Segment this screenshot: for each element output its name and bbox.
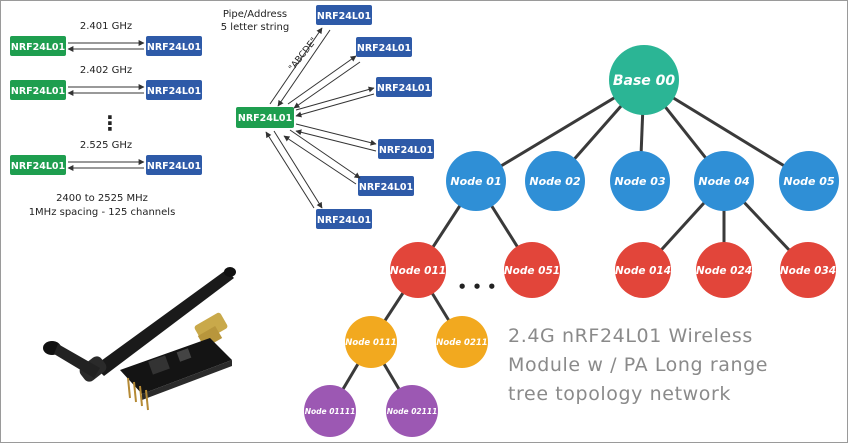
- satellite-module-box: [356, 37, 412, 57]
- pipe-address-diagram: Pipe/Address 5 letter string "ABCDE" NRF…: [221, 5, 434, 229]
- tree-node: [386, 385, 438, 437]
- pipe-subtitle: 5 letter string: [221, 22, 289, 33]
- module-label: NRF24L01: [11, 42, 65, 53]
- module-box-blue: [146, 80, 202, 100]
- antenna-module-photo: [43, 267, 236, 411]
- satellite-module-label: NRF24L01: [317, 215, 371, 226]
- tree-node: [525, 151, 585, 211]
- tree-node-label: Node 01111: [305, 407, 356, 416]
- module-label: NRF24L01: [11, 161, 65, 172]
- satellite-module-box: [316, 209, 372, 229]
- pcb-board-icon: [120, 338, 232, 394]
- module-label: NRF24L01: [147, 42, 201, 53]
- caption-line: tree topology network: [508, 383, 732, 405]
- antenna-icon: [94, 270, 234, 376]
- tree-node: [610, 151, 670, 211]
- tree-node-root-label: Base 00: [613, 73, 676, 89]
- module-box-green: [10, 80, 66, 100]
- module-label: NRF24L01: [147, 86, 201, 97]
- frequency-label: 2.525 GHz: [80, 140, 132, 151]
- caption-line: 2.4G nRF24L01 Wireless: [508, 325, 753, 347]
- pipe-arrows: [265, 27, 377, 209]
- frequency-label: 2.401 GHz: [80, 21, 132, 32]
- frequency-channels: NRF24L01 NRF24L01 2.401 GHz NRF24L01 NRF…: [10, 21, 202, 218]
- satellite-module-label: NRF24L01: [359, 182, 413, 193]
- tree-node-label: Node 03: [614, 175, 666, 188]
- satellite-module-label: NRF24L01: [379, 145, 433, 156]
- tree-node-root: [609, 45, 679, 115]
- module-label: NRF24L01: [11, 86, 65, 97]
- satellite-module-box: [358, 176, 414, 196]
- vertical-ellipsis: ⋮: [100, 111, 120, 135]
- tree-topology: Base 00 Node 01 Node 02 Node 03 Node 04 …: [304, 45, 839, 437]
- satellite-module-label: NRF24L01: [317, 11, 371, 22]
- tree-node: [390, 242, 446, 298]
- tree-node-label: Node 0111: [345, 338, 396, 348]
- tree-node: [504, 242, 560, 298]
- tree-node-label: Node 04: [698, 175, 749, 188]
- tree-node-label: Node 02111: [387, 407, 438, 416]
- tree-node: [696, 242, 752, 298]
- tree-node-label: Node 0211: [436, 338, 487, 348]
- tree-node: [780, 242, 836, 298]
- satellite-module-box: [378, 139, 434, 159]
- tree-node: [779, 151, 839, 211]
- tree-node: [304, 385, 356, 437]
- module-box-blue: [146, 36, 202, 56]
- satellite-module-box: [376, 77, 432, 97]
- satellite-module-label: NRF24L01: [357, 43, 411, 54]
- module-box-blue: [146, 155, 202, 175]
- tree-node: [345, 316, 397, 368]
- tree-node-label: Node 01: [450, 175, 501, 188]
- module-label: NRF24L01: [147, 161, 201, 172]
- tree-node-label: Node 014: [615, 265, 671, 277]
- range-label: 2400 to 2525 MHz: [56, 193, 148, 204]
- more-nodes-ellipsis: • • •: [457, 278, 496, 296]
- tree-node-label: Node 02: [529, 175, 581, 188]
- tree-node: [615, 242, 671, 298]
- tree-node-label: Node 05: [783, 175, 835, 188]
- center-module-label: NRF24L01: [238, 113, 292, 124]
- tree-node: [446, 151, 506, 211]
- tree-node: [694, 151, 754, 211]
- pipe-title: Pipe/Address: [223, 9, 287, 20]
- tree-node: [436, 316, 488, 368]
- tree-node-label: Node 011: [390, 265, 446, 277]
- tree-node-label: Node 034: [780, 265, 836, 277]
- satellite-module-box: [316, 5, 372, 25]
- caption-block: 2.4G nRF24L01 Wireless Module w / PA Lon…: [508, 322, 838, 409]
- tree-node-label: Node 051: [504, 265, 560, 277]
- spacing-label: 1MHz spacing - 125 channels: [29, 207, 176, 218]
- center-module-box: [236, 107, 294, 128]
- tree-node-label: Node 024: [696, 265, 752, 277]
- module-box-green: [10, 36, 66, 56]
- satellite-modules: NRF24L01 NRF24L01 NRF24L01 NRF24L01 NRF2…: [316, 5, 434, 229]
- satellite-module-label: NRF24L01: [377, 83, 431, 94]
- module-box-green: [10, 155, 66, 175]
- caption-line: Module w / PA Long range: [508, 354, 769, 376]
- frequency-label: 2.402 GHz: [80, 65, 132, 76]
